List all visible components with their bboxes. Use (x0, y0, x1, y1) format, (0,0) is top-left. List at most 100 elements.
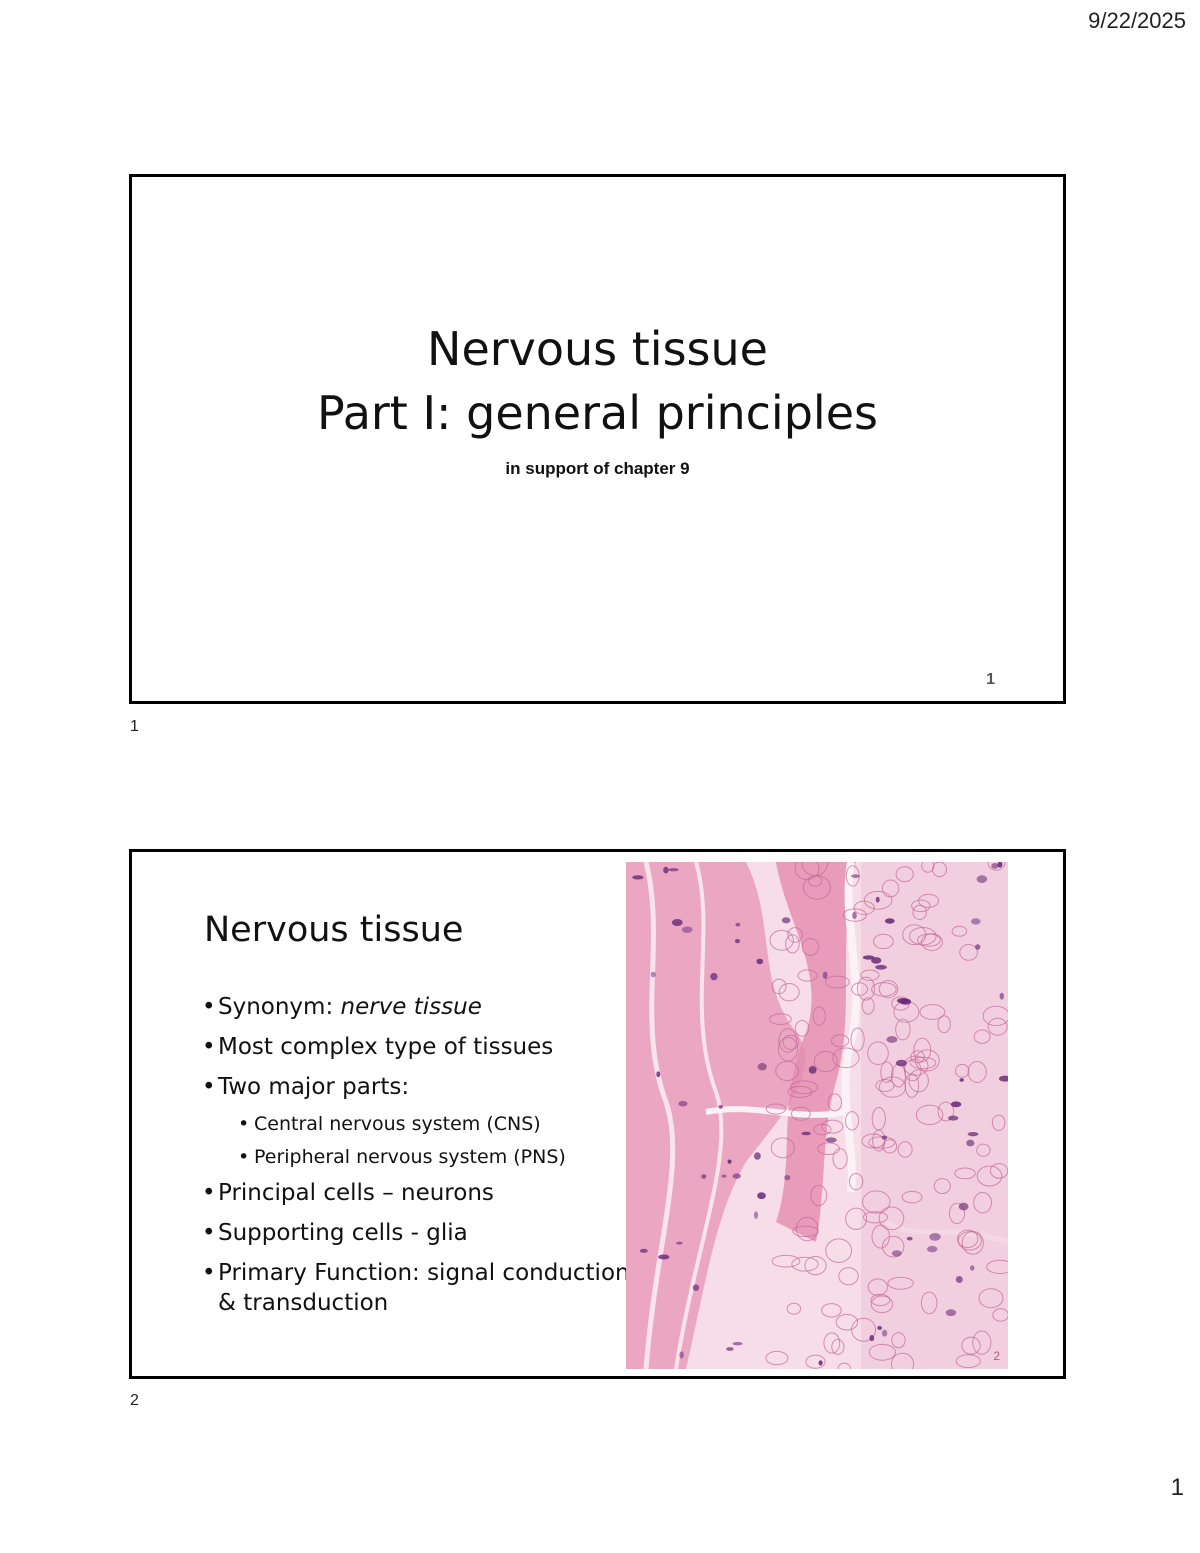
cell-outline (955, 1354, 981, 1369)
nucleus (753, 1211, 759, 1219)
nucleus (891, 1250, 902, 1257)
bullet-principal: Principal cells – neurons (202, 1178, 632, 1208)
cell-outline (911, 899, 931, 913)
nucleus (639, 1248, 648, 1253)
cell-outline (987, 1017, 1008, 1036)
cell-outline (991, 1114, 1006, 1131)
cell-outline (992, 1308, 1008, 1322)
cell-outline (959, 944, 978, 961)
nucleus (726, 1347, 734, 1351)
cell-outline (890, 1352, 915, 1369)
cell-outline (862, 1211, 889, 1224)
nucleus (701, 1174, 707, 1179)
micrograph-cells (765, 862, 1008, 1369)
nucleus (886, 1036, 898, 1043)
nucleus (869, 1335, 875, 1342)
cell-outline (909, 927, 937, 946)
cell-outline (851, 1317, 877, 1342)
cell-outline (989, 1163, 1008, 1179)
cell-outline (791, 1106, 811, 1121)
cell-outline (878, 980, 899, 999)
cell-outline (810, 1184, 828, 1207)
cell-outline (797, 969, 818, 982)
cell-outline (827, 1093, 843, 1112)
cell-outline (937, 1101, 955, 1122)
slide-2-heading: Nervous tissue (204, 910, 464, 950)
nucleus (929, 1233, 941, 1241)
nucleus (945, 1309, 957, 1317)
cell-outline (978, 1288, 1004, 1309)
cell-outline (895, 866, 914, 883)
cell-outline (915, 1104, 944, 1126)
bullet-cns: Central nervous system (CNS) (238, 1112, 632, 1136)
nucleus (818, 1360, 823, 1366)
nucleus (895, 1059, 907, 1067)
cell-outline (837, 1362, 851, 1369)
nucleus (906, 1236, 913, 1241)
cell-outline (912, 904, 927, 921)
cell-outline (973, 1029, 991, 1044)
cell-outline (787, 927, 803, 943)
cell-outline (937, 1015, 951, 1034)
nucleus (991, 863, 999, 869)
cell-outline (967, 1061, 987, 1083)
page-date: 9/22/2025 (1088, 8, 1186, 33)
nucleus (718, 1105, 723, 1109)
cell-outline (769, 929, 794, 951)
nucleus (754, 1152, 761, 1160)
nucleus (650, 971, 656, 978)
bullet-supporting: Supporting cells - glia (202, 1218, 632, 1248)
nucleus (822, 971, 828, 979)
nucleus (756, 958, 764, 965)
cell-outline (871, 982, 897, 997)
slide-1: Nervous tissue Part I: general principle… (129, 174, 1066, 704)
cell-outline (832, 1148, 848, 1170)
cell-outline (795, 1216, 819, 1242)
nucleus (999, 992, 1004, 1000)
nucleus (955, 1276, 963, 1283)
cell-outline (917, 933, 941, 947)
cell-outline (775, 1061, 800, 1081)
cell-outline (845, 1111, 860, 1131)
cell-outline (878, 1076, 907, 1098)
nucleus (681, 926, 693, 933)
nucleus (671, 919, 683, 926)
cell-outline (789, 1080, 819, 1094)
nucleus (877, 1325, 882, 1330)
nucleus (735, 922, 741, 927)
slide-1-title-line-1: Nervous tissue (427, 322, 768, 376)
nucleus (658, 1254, 670, 1260)
nucleus (927, 1245, 938, 1253)
cell-outline (909, 1056, 937, 1070)
cell-outline (825, 1238, 853, 1264)
nucleus (948, 1115, 959, 1121)
nucleus (781, 917, 791, 924)
cell-outline (882, 1139, 898, 1154)
cell-outline (920, 1291, 938, 1315)
micrograph-nuclei (632, 862, 1008, 1366)
cell-outline (972, 1330, 992, 1355)
cell-outline (794, 1020, 810, 1037)
cell-outline (778, 983, 800, 1002)
cell-outline (870, 1293, 891, 1307)
cell-outline (933, 1178, 951, 1195)
slide-1-title: Nervous tissue Part I: general principle… (132, 317, 1063, 445)
cell-outline (804, 1256, 827, 1276)
cell-outline (801, 938, 820, 956)
cell-outline (851, 982, 869, 996)
micrograph-image: 2 (626, 862, 1008, 1369)
nucleus (676, 1241, 683, 1245)
cell-outline (954, 1167, 976, 1180)
cell-outline (861, 997, 875, 1015)
cell-outline (902, 924, 927, 946)
cell-outline (957, 1229, 979, 1248)
nucleus (959, 1078, 964, 1082)
cell-outline (832, 1047, 860, 1069)
nucleus (692, 1284, 700, 1291)
cell-outline (976, 1165, 1003, 1187)
bullet-synonym: Synonym: nerve tissue (202, 992, 632, 1022)
cell-outline (787, 1085, 813, 1098)
nucleus (801, 1131, 811, 1136)
nucleus (757, 1192, 766, 1200)
nucleus (679, 1351, 684, 1359)
